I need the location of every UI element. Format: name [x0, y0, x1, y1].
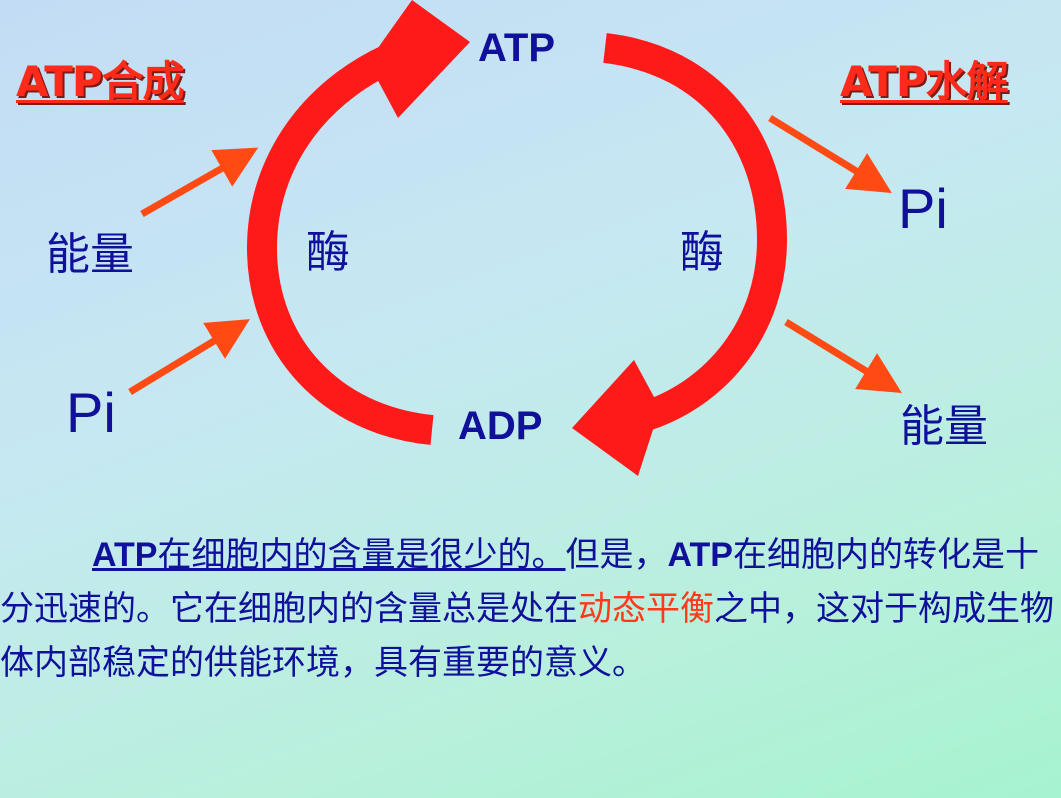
dynamic-balance-highlight: 动态平衡: [578, 589, 714, 629]
atp-hydrolysis-heading: ATP水解: [840, 57, 1009, 106]
synthesis-arc: [246, 37, 434, 445]
atp-label: ATP: [478, 26, 556, 70]
hydrolysis-arc: [603, 33, 788, 433]
synthesis-arrowhead: [368, 0, 470, 118]
energy-input-label: 能量: [46, 229, 134, 280]
paragraph-part4: 之中，这对于构成生物体内部稳定的供能环境，具有重要的意义。: [0, 589, 1054, 683]
adp-label: ADP: [458, 404, 543, 448]
atp-cycle-diagram: [128, 0, 902, 476]
enzyme-right-label: 酶: [680, 227, 724, 278]
hydrolysis-arrowhead: [572, 360, 660, 476]
pi-out-arrow: [768, 115, 892, 194]
paragraph-atp: ATP: [667, 536, 733, 574]
energy-out-arrow: [784, 319, 902, 393]
energy-in-arrow: [140, 147, 259, 218]
pi-in-arrow: [128, 319, 250, 395]
pi-output-label: Pi: [898, 177, 948, 240]
paragraph-part3: 在细胞内的转化是十分迅速的。它在细胞内的含量总是处在: [0, 535, 1039, 629]
explanation-paragraph: ATP在细胞内的含量是很少的。但是，ATP在细胞内的转化是十分迅速的。它在细胞内…: [0, 528, 1061, 690]
underlined-sentence: ATP在细胞内的含量是很少的。: [92, 535, 566, 575]
energy-output-label: 能量: [900, 401, 988, 452]
atp-synthesis-heading: ATP合成: [16, 57, 185, 106]
pi-input-label: Pi: [66, 381, 116, 444]
enzyme-left-label: 酶: [306, 227, 350, 278]
paragraph-part2: 但是，: [565, 535, 668, 575]
